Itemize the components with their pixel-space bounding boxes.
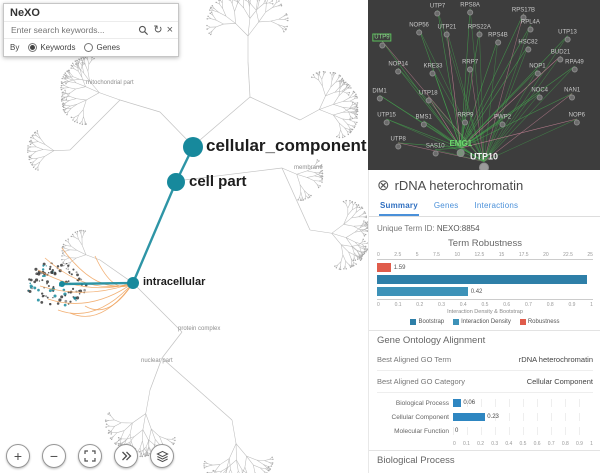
network-node[interactable]: RPS8A (460, 2, 480, 15)
network-node[interactable]: NOP1 (529, 63, 546, 77)
details-tabs: Summary Genes Interactions (369, 196, 600, 217)
ontology-node-intracellular[interactable] (127, 277, 139, 289)
radio-keywords[interactable] (28, 43, 38, 52)
subnetwork-edges (379, 8, 577, 162)
term-id-value: NEXO:8854 (436, 224, 480, 233)
radio-genes[interactable] (84, 43, 94, 52)
node-label-cell-part[interactable]: cell part (189, 173, 247, 190)
layers-button[interactable] (150, 444, 174, 468)
network-node[interactable]: RPS4B (488, 33, 508, 46)
network-node[interactable]: RPS17B (512, 7, 535, 21)
expand-collapse-button[interactable] (114, 444, 138, 468)
network-node[interactable]: RRP7 (462, 60, 478, 73)
search-by-label: By (10, 43, 20, 52)
network-node[interactable]: UTP8 (390, 136, 406, 150)
search-icon[interactable] (138, 25, 149, 36)
ontology-node-cellular-component[interactable] (183, 137, 203, 157)
term-details-panel: ⊗ rDNA heterochromatin Summary Genes Int… (368, 170, 600, 473)
tab-interactions[interactable]: Interactions (474, 201, 519, 210)
robustness-bar-robustness: 1.59 (377, 263, 593, 272)
robustness-axis-caption: Interaction Density & Bootstrap (447, 309, 523, 315)
robustness-chart-title: Term Robustness (448, 238, 522, 249)
ontology-tree-canvas[interactable] (0, 0, 368, 473)
tree-small-label: nuclear part (141, 358, 173, 364)
go-alignment-title: Gene Ontology Alignment (377, 335, 486, 346)
app-title: NeXO (10, 7, 40, 19)
tree-small-label: protein complex (178, 326, 221, 332)
network-node[interactable]: UTP21 (438, 24, 456, 38)
refresh-icon[interactable]: ↻ (153, 23, 163, 36)
network-node[interactable]: NOP14 (388, 62, 408, 75)
network-node[interactable]: BMS1 (416, 114, 432, 128)
legend-item: Robustness (519, 319, 560, 325)
node-label-intracellular[interactable]: intracellular (143, 276, 206, 288)
clear-search-icon[interactable]: × (166, 23, 173, 36)
robustness-legend: Bootstrap Interaction Density Robustness (377, 319, 593, 325)
network-node[interactable]: SAS10 (426, 143, 445, 157)
network-node[interactable]: UTP15 (377, 113, 396, 126)
network-node[interactable]: NOP56 (409, 22, 429, 36)
close-icon[interactable]: ⊗ (377, 177, 390, 194)
network-node[interactable]: UTP18 (419, 90, 438, 104)
network-node[interactable]: HSC82 (518, 39, 538, 53)
radio-genes-label: Genes (96, 43, 121, 52)
network-node[interactable]: NAN1 (564, 87, 580, 100)
unique-term-id: Unique Term ID: NEXO:8854 (377, 224, 480, 233)
robustness-bars: 1.59 0.42 (377, 263, 593, 296)
go-term-value: rDNA heterochromatin (518, 355, 593, 364)
search-mode-row: By Keywords Genes (4, 38, 178, 56)
go-category-row: Best Aligned GO Category Cellular Compon… (377, 371, 593, 393)
tree-small-label: membrane (294, 165, 323, 171)
network-node[interactable]: UTP13 (558, 29, 577, 43)
tab-genes[interactable]: Genes (433, 201, 459, 210)
network-node[interactable]: RPS22A (468, 24, 491, 38)
legend-item: Bootstrap (410, 319, 444, 325)
biological-process-title: Biological Process (377, 455, 455, 466)
legend-item: Interaction Density (453, 319, 511, 325)
radio-keywords-label: Keywords (40, 43, 76, 52)
tab-summary[interactable]: Summary (379, 198, 419, 216)
ontology-node-cell-part[interactable] (167, 173, 185, 191)
zoom-out-button[interactable]: − (42, 444, 66, 468)
network-node[interactable]: UTP9 (372, 33, 392, 49)
network-node[interactable]: PWP2 (494, 114, 511, 128)
network-node[interactable]: UTP7 (430, 4, 445, 17)
network-node[interactable]: DIM1 (372, 89, 387, 102)
zoom-in-button[interactable]: + (6, 444, 30, 468)
network-node[interactable]: NOC4 (531, 87, 548, 100)
robustness-bar-interaction-density: 0.42 (377, 287, 593, 296)
search-input[interactable] (9, 24, 135, 36)
network-node[interactable]: KRE33 (423, 63, 442, 77)
tree-small-label: mitochondrial part (86, 80, 134, 86)
ontology-tree-panel: cellular_component cell part intracellul… (0, 0, 368, 473)
network-node[interactable]: RRP9 (457, 113, 473, 126)
node-label-cellular-component[interactable]: cellular_component (206, 136, 367, 155)
network-node[interactable]: RPL4A (521, 19, 540, 32)
fit-to-screen-button[interactable] (78, 444, 102, 468)
go-category-value: Cellular Component (526, 377, 593, 386)
network-node[interactable]: BUD21 (551, 50, 570, 63)
go-term-row: Best Aligned GO Term rDNA heterochromati… (377, 349, 593, 371)
robustness-bar-bootstrap (377, 275, 593, 284)
go-category-label: Best Aligned GO Category (377, 377, 465, 386)
network-node[interactable]: RPA49 (565, 60, 584, 73)
term-title: rDNA heterochromatin (394, 178, 524, 193)
tree-view-controls: + − (6, 444, 174, 468)
network-node[interactable]: EMG1 (449, 139, 472, 157)
go-term-label: Best Aligned GO Term (377, 355, 452, 364)
search-panel: NeXO ↻ × By Keywords Genes (3, 3, 179, 57)
network-node[interactable]: NOP6 (569, 113, 585, 126)
subnetwork-panel[interactable]: UTP7 RPS8A RPS17B NOP56 UTP21 RPS22A RPL4A UTP1… (368, 0, 600, 170)
network-node[interactable]: UTP10 (470, 151, 498, 170)
